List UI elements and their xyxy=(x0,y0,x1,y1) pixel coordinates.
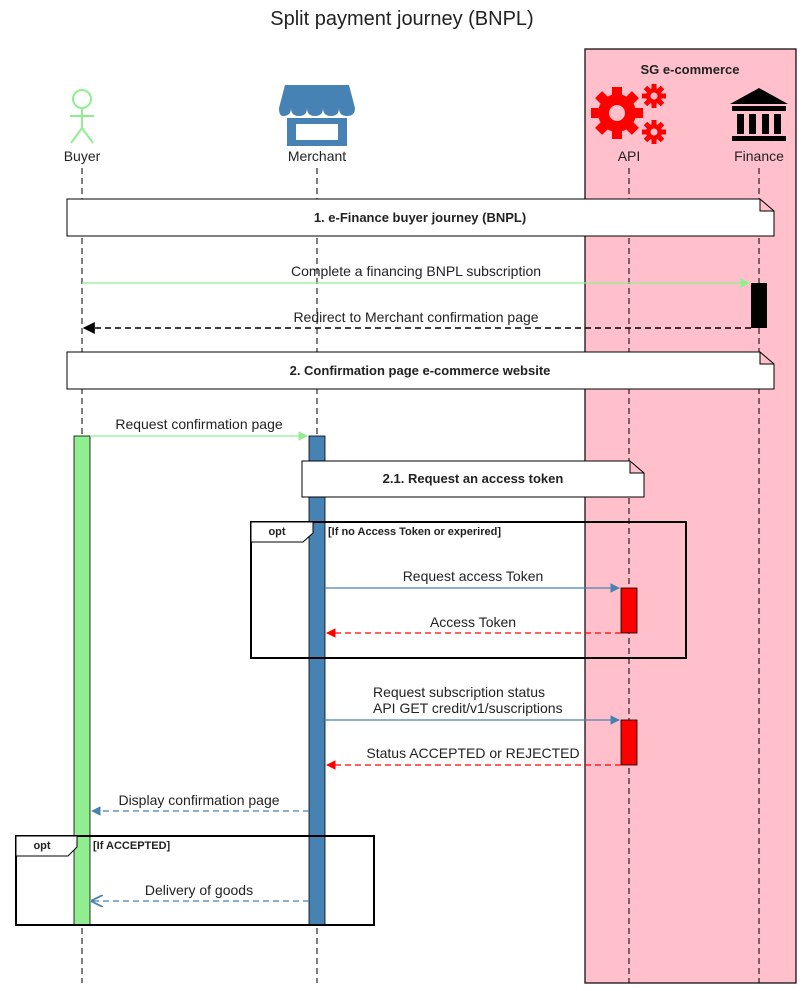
buyer-activation xyxy=(73,435,91,926)
opt-frame-accepted-condition: [If ACCEPTED] xyxy=(93,840,171,852)
note-access-token-text: 2.1. Request an access token xyxy=(383,471,564,486)
note-buyer-journey-text: 1. e-Finance buyer journey (BNPL) xyxy=(314,210,526,225)
msg-display-confirmation: Display confirmation page xyxy=(118,792,279,808)
note-confirmation-page xyxy=(66,351,775,390)
note-confirmation-page-text: 2. Confirmation page e-commerce website xyxy=(290,363,551,378)
msg-delivery: Delivery of goods xyxy=(145,882,253,898)
api-activation-status xyxy=(620,719,638,766)
merchant-label: Merchant xyxy=(288,148,346,164)
opt-frame-token xyxy=(250,521,687,659)
msg-request-status-line2: API GET credit/v1/suscriptions xyxy=(373,700,563,716)
stick-figure-icon xyxy=(70,89,94,144)
opt-frame-accepted-tag: opt xyxy=(33,840,50,852)
msg-request-confirmation: Request confirmation page xyxy=(115,416,283,432)
diagram-title: Split payment journey (BNPL) xyxy=(270,8,533,30)
finance-activation xyxy=(751,283,767,328)
msg-access-token: Access Token xyxy=(430,614,516,630)
msg-request-status-line1: Request subscription status xyxy=(373,684,545,700)
msg-request-token: Request access Token xyxy=(403,568,544,584)
msg-status-result: Status ACCEPTED or REJECTED xyxy=(366,745,579,761)
finance-label: Finance xyxy=(734,148,784,164)
opt-frame-accepted xyxy=(15,835,375,926)
msg-redirect: Redirect to Merchant confirmation page xyxy=(293,309,538,325)
opt-frame-token-condition: [If no Access Token or experired] xyxy=(328,526,501,538)
api-label: API xyxy=(618,148,641,164)
buyer-label: Buyer xyxy=(64,148,101,164)
opt-frame-accepted-tab xyxy=(15,835,78,857)
note-access-token xyxy=(301,460,645,498)
bank-icon xyxy=(730,88,788,141)
opt-frame-token-tag: opt xyxy=(268,526,285,538)
msg-complete-subscription: Complete a financing BNPL subscription xyxy=(291,263,541,279)
api-activation-token xyxy=(620,587,638,634)
sg-ecommerce-group xyxy=(584,48,797,984)
note-buyer-journey xyxy=(66,198,775,237)
storefront-icon xyxy=(279,85,355,146)
sg-ecommerce-label: SG e-commerce xyxy=(641,62,740,77)
merchant-activation xyxy=(308,435,326,926)
gears-icon xyxy=(591,84,666,144)
opt-frame-token-tab xyxy=(250,521,314,543)
